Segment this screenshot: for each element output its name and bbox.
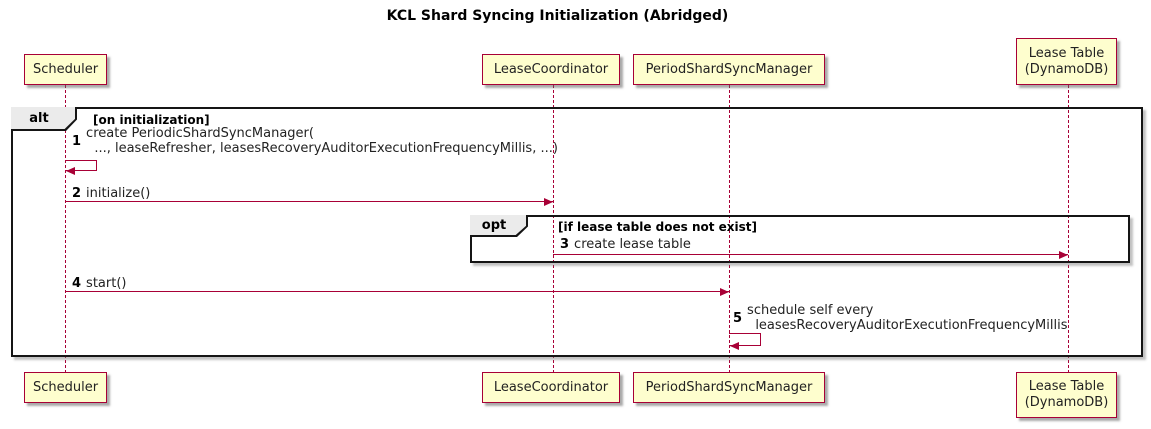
alt-frame: alt [on initialization] — [11, 107, 1143, 357]
participant-periodshardsyncmanager-top: PeriodShardSyncManager — [633, 54, 825, 85]
lifeline-periodshardsyncmanager — [729, 85, 730, 373]
message-2: 2 initialize() — [72, 186, 150, 201]
message-5-self-arrow — [729, 333, 761, 346]
message-2-arrowhead-icon — [544, 197, 553, 206]
participant-scheduler-top: Scheduler — [24, 54, 107, 85]
message-1: 1 create PeriodicShardSyncManager( ..., … — [72, 126, 558, 156]
opt-frame-label: opt — [470, 215, 528, 237]
lifeline-leasetable — [1068, 85, 1069, 373]
opt-frame: opt [if lease table does not exist] — [470, 215, 1130, 263]
alt-keyword: alt — [29, 110, 49, 126]
alt-frame-label: alt — [11, 107, 77, 131]
message-4-text: start() — [86, 276, 127, 291]
participant-leasetable-bottom: Lease Table (DynamoDB) — [1016, 372, 1117, 418]
message-5-number: 5 — [733, 310, 743, 326]
message-3-number: 3 — [560, 237, 570, 252]
lifeline-scheduler — [65, 85, 66, 373]
message-4-arrow — [65, 287, 729, 296]
lifeline-leasecoordinator — [553, 85, 554, 373]
message-5: 5 schedule self every leasesRecoveryAudi… — [733, 303, 1068, 333]
alt-guard: [on initialization] — [93, 113, 210, 127]
participant-scheduler-bottom: Scheduler — [24, 372, 107, 403]
message-3: 3 create lease table — [560, 237, 691, 252]
message-2-text: initialize() — [86, 186, 151, 201]
message-5-arrowhead-icon — [730, 342, 739, 350]
diagram-title: KCL Shard Syncing Initialization (Abridg… — [386, 8, 729, 24]
message-3-arrowhead-icon — [1059, 250, 1068, 259]
opt-frame-label-fill — [470, 215, 526, 235]
message-3-arrow — [553, 250, 1068, 259]
message-4-number: 4 — [72, 276, 82, 291]
participant-periodshardsyncmanager-bottom: PeriodShardSyncManager — [633, 372, 825, 403]
participant-leasetable-top: Lease Table (DynamoDB) — [1016, 38, 1117, 85]
message-5-text: schedule self every leasesRecoveryAudito… — [747, 303, 1068, 333]
message-1-arrowhead-icon — [66, 167, 75, 175]
alt-frame-label-fill — [11, 107, 75, 129]
participant-leasecoordinator-top: LeaseCoordinator — [482, 54, 620, 85]
message-2-number: 2 — [72, 186, 82, 201]
message-4-arrowhead-icon — [720, 287, 729, 296]
message-3-text: create lease table — [574, 237, 691, 252]
message-4: 4 start() — [72, 276, 126, 291]
opt-guard: [if lease table does not exist] — [558, 220, 758, 234]
message-1-number: 1 — [72, 133, 82, 149]
message-2-arrow — [65, 197, 553, 206]
message-1-self-arrow — [65, 160, 97, 171]
message-1-text: create PeriodicShardSyncManager( ..., le… — [86, 126, 558, 156]
participant-leasecoordinator-bottom: LeaseCoordinator — [482, 372, 620, 403]
opt-keyword: opt — [481, 217, 507, 233]
